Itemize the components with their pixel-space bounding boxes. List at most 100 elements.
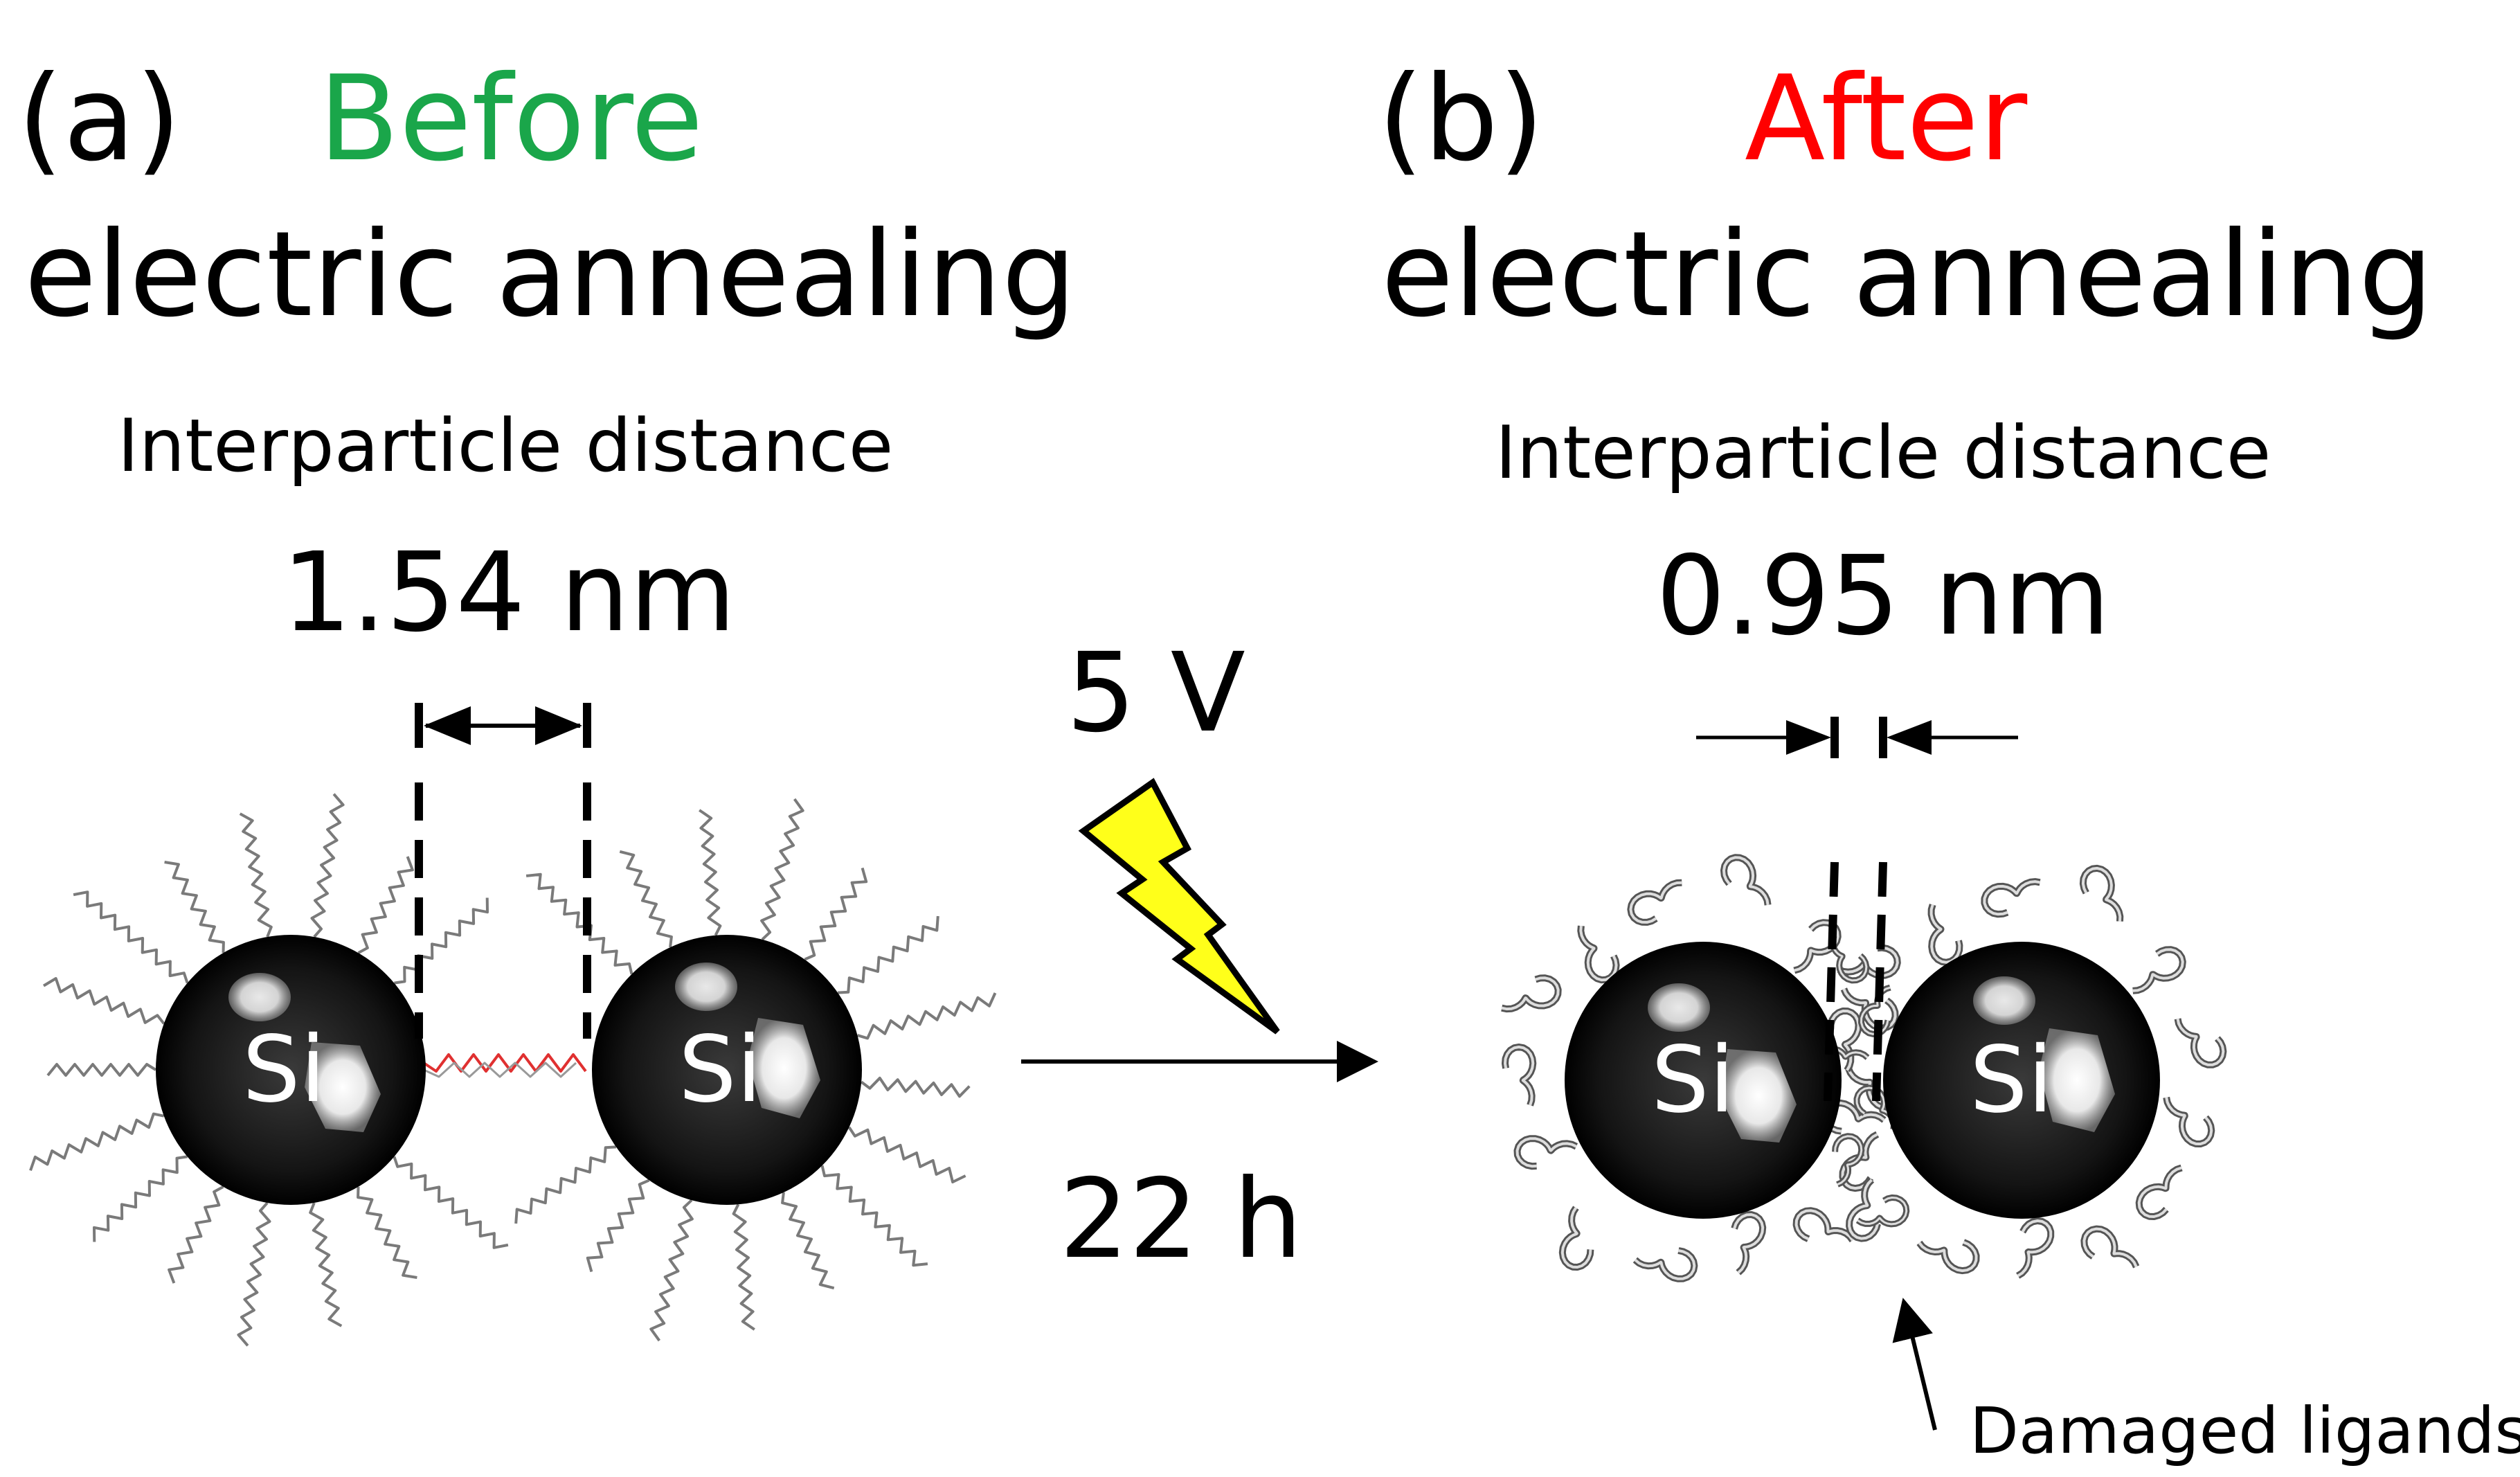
curly-ligand-highlight: [1501, 976, 1560, 1011]
curly-ligand: [1720, 854, 1772, 906]
curly-ligand-highlight: [1515, 1137, 1577, 1168]
ligand-chain: [525, 872, 633, 975]
ligand-chain: [42, 977, 165, 1025]
curly-ligand-highlight: [1983, 880, 2040, 916]
curly-ligand-highlight: [1838, 946, 1899, 977]
panel-a-ligands: [29, 793, 997, 1347]
ligand-chain: [237, 1201, 271, 1347]
curly-ligand-highlight: [2137, 1166, 2182, 1218]
panel-b-distance-label: Interparticle distance: [1495, 411, 2271, 495]
curly-ligand-highlight: [2132, 948, 2184, 992]
bridge-ligand-chain: [423, 1062, 577, 1078]
panel-a-distance-label: Interparticle distance: [118, 404, 894, 488]
panel-b-subtitle: electric annealing: [1381, 206, 2433, 343]
panel-a-particle-left: Si: [156, 935, 426, 1205]
process-duration: 22 h: [1059, 1156, 1302, 1283]
ligand-chain: [164, 861, 225, 954]
ligand-chain: [394, 897, 489, 985]
panel-a-distance-value: 1.54 nm: [282, 529, 736, 656]
curly-ligand-highlight: [2082, 1227, 2138, 1268]
panel-b-header: (b) After electric annealing Interpartic…: [1378, 51, 2433, 660]
ligand-chain: [46, 1063, 157, 1077]
ligand-chain: [357, 1186, 417, 1279]
curly-ligand-highlight: [1848, 1179, 1880, 1240]
ligand-chain: [649, 1199, 694, 1342]
ligand-chain: [804, 867, 868, 961]
ligand-chain: [309, 1202, 343, 1327]
ligand-chain: [760, 798, 804, 941]
damaged-ligands-annotation: Damaged ligands: [1892, 1298, 2520, 1468]
ligand-chain: [699, 809, 722, 936]
curly-ligand-highlight: [1629, 881, 1682, 924]
curly-ligand: [2132, 946, 2186, 994]
panel-b-distance-value: 0.95 nm: [1656, 532, 2110, 660]
curly-ligand-highlight: [1929, 904, 1961, 964]
panel-a-header: (a) Before electric annealing Interparti…: [17, 51, 1077, 656]
ligand-chain: [619, 850, 673, 948]
curly-ligand: [1916, 1239, 1980, 1275]
ligand-chain: [847, 1126, 966, 1183]
damaged-ligands-label: Damaged ligands: [1970, 1394, 2520, 1468]
curly-ligand-highlight: [1733, 1213, 1765, 1274]
curly-ligand: [1558, 1206, 1594, 1271]
ligand-chain: [514, 1145, 617, 1224]
damaged-ligand-highlight: [1857, 1197, 1908, 1226]
bridge-ligand-chain: [422, 1053, 587, 1073]
panel-b-particle-left: Si: [1565, 942, 1842, 1219]
curly-ligand-highlight: [1794, 1209, 1854, 1242]
panel-a-state: Before: [318, 51, 703, 188]
curly-ligand-highlight: [1634, 1249, 1696, 1280]
curly-ligand: [1731, 1211, 1767, 1275]
curly-ligand: [1627, 879, 1682, 926]
curly-ligand-highlight: [2081, 866, 2122, 922]
ligand-chain: [781, 1192, 835, 1290]
panel-a-particle-right-label: Si: [678, 1017, 762, 1123]
ligand-chain: [310, 793, 345, 938]
curly-ligand-highlight: [2017, 1219, 2053, 1278]
panel-b-letter: (b): [1378, 51, 1545, 188]
curly-ligand-highlight: [1918, 1241, 1978, 1273]
panel-a-letter: (a): [17, 51, 181, 188]
curly-ligand-highlight: [1560, 1207, 1592, 1269]
ligand-chain: [586, 1179, 650, 1273]
panel-a-particle-left-label: Si: [242, 1017, 325, 1123]
panel-a-particle-right: Si: [592, 935, 862, 1205]
damaged-ligand-highlight: [1834, 1135, 1863, 1185]
ligand-chain: [820, 1165, 928, 1267]
ligand-chain: [837, 915, 939, 994]
curly-ligand-highlight: [1579, 925, 1618, 982]
ligand-chain: [393, 1156, 509, 1249]
panel-a-subtitle: electric annealing: [24, 206, 1077, 343]
panel-a-distance-indicator: [415, 703, 591, 1039]
ligand-chain: [239, 812, 273, 938]
ligand-chain: [732, 1203, 755, 1331]
ligand-chain: [93, 1155, 188, 1242]
curly-ligand: [2079, 864, 2124, 922]
curly-ligand-highlight: [2176, 1018, 2225, 1066]
curly-ligand-highlight: [1722, 856, 1770, 906]
panel-a-bridge-ligands: [422, 1053, 587, 1078]
curly-ligand: [2163, 1096, 2215, 1147]
process-transition: 5 V 22 h: [1021, 629, 1378, 1283]
curly-ligand-highlight: [1504, 1046, 1535, 1106]
ligand-chain: [168, 1185, 224, 1284]
ligand-chain: [357, 856, 414, 954]
panel-b-state: After: [1745, 51, 2027, 188]
panel-b-particle-right: Si: [1883, 942, 2160, 1219]
curly-ligand-highlight: [2165, 1097, 2213, 1145]
annotation-arrow-icon: [1892, 1298, 1937, 1431]
ligand-chain: [856, 992, 997, 1040]
damaged-ligand-highlight: [1831, 936, 1868, 982]
panel-b-particle-right-label: Si: [1970, 1027, 2053, 1134]
ligand-chain: [73, 890, 189, 984]
ligand-chain: [861, 1076, 971, 1098]
curly-ligand: [1577, 925, 1620, 984]
process-voltage: 5 V: [1066, 629, 1245, 757]
curly-ligand: [2174, 1018, 2227, 1068]
ligand-chain: [29, 1112, 165, 1172]
panel-b-distance-indicator: [1696, 717, 2018, 1102]
panel-b-particle-left-label: Si: [1651, 1027, 1734, 1134]
lightning-bolt-icon: [1078, 778, 1280, 1035]
curly-ligand: [1981, 878, 2041, 918]
